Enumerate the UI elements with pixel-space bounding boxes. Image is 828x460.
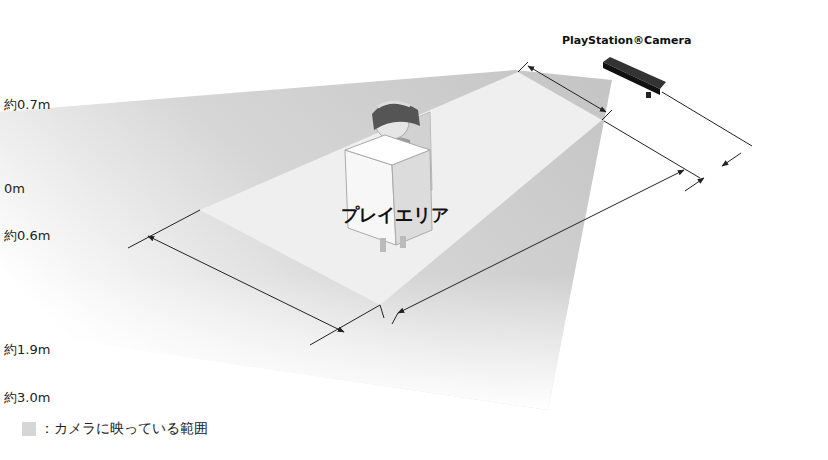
- camera-body: [603, 57, 666, 98]
- camera-view-cone: [0, 70, 612, 410]
- dimension-label: 約1.9m: [4, 341, 828, 359]
- dimension-label: 約0.6m: [4, 227, 828, 245]
- node-text: プレイエリア: [341, 203, 449, 227]
- play-area: [200, 72, 602, 305]
- legend-entry: ：カメラに映っている範囲: [22, 420, 208, 438]
- node-text: PlayStation®Camera: [562, 34, 691, 47]
- dimension-label: 約0.7m: [4, 96, 828, 114]
- dimension-label: 0m: [4, 181, 828, 196]
- legend-swatch: [22, 422, 36, 436]
- play-area-label: プレイエリア: [341, 203, 449, 227]
- dimension-label: 約3.0m: [4, 389, 828, 407]
- legend-text: ：カメラに映っている範囲: [40, 420, 208, 438]
- camera-label: PlayStation®Camera: [562, 34, 691, 47]
- cone-fade: [0, 70, 612, 410]
- dimension-lines: [128, 62, 752, 345]
- player-figure: [345, 102, 432, 252]
